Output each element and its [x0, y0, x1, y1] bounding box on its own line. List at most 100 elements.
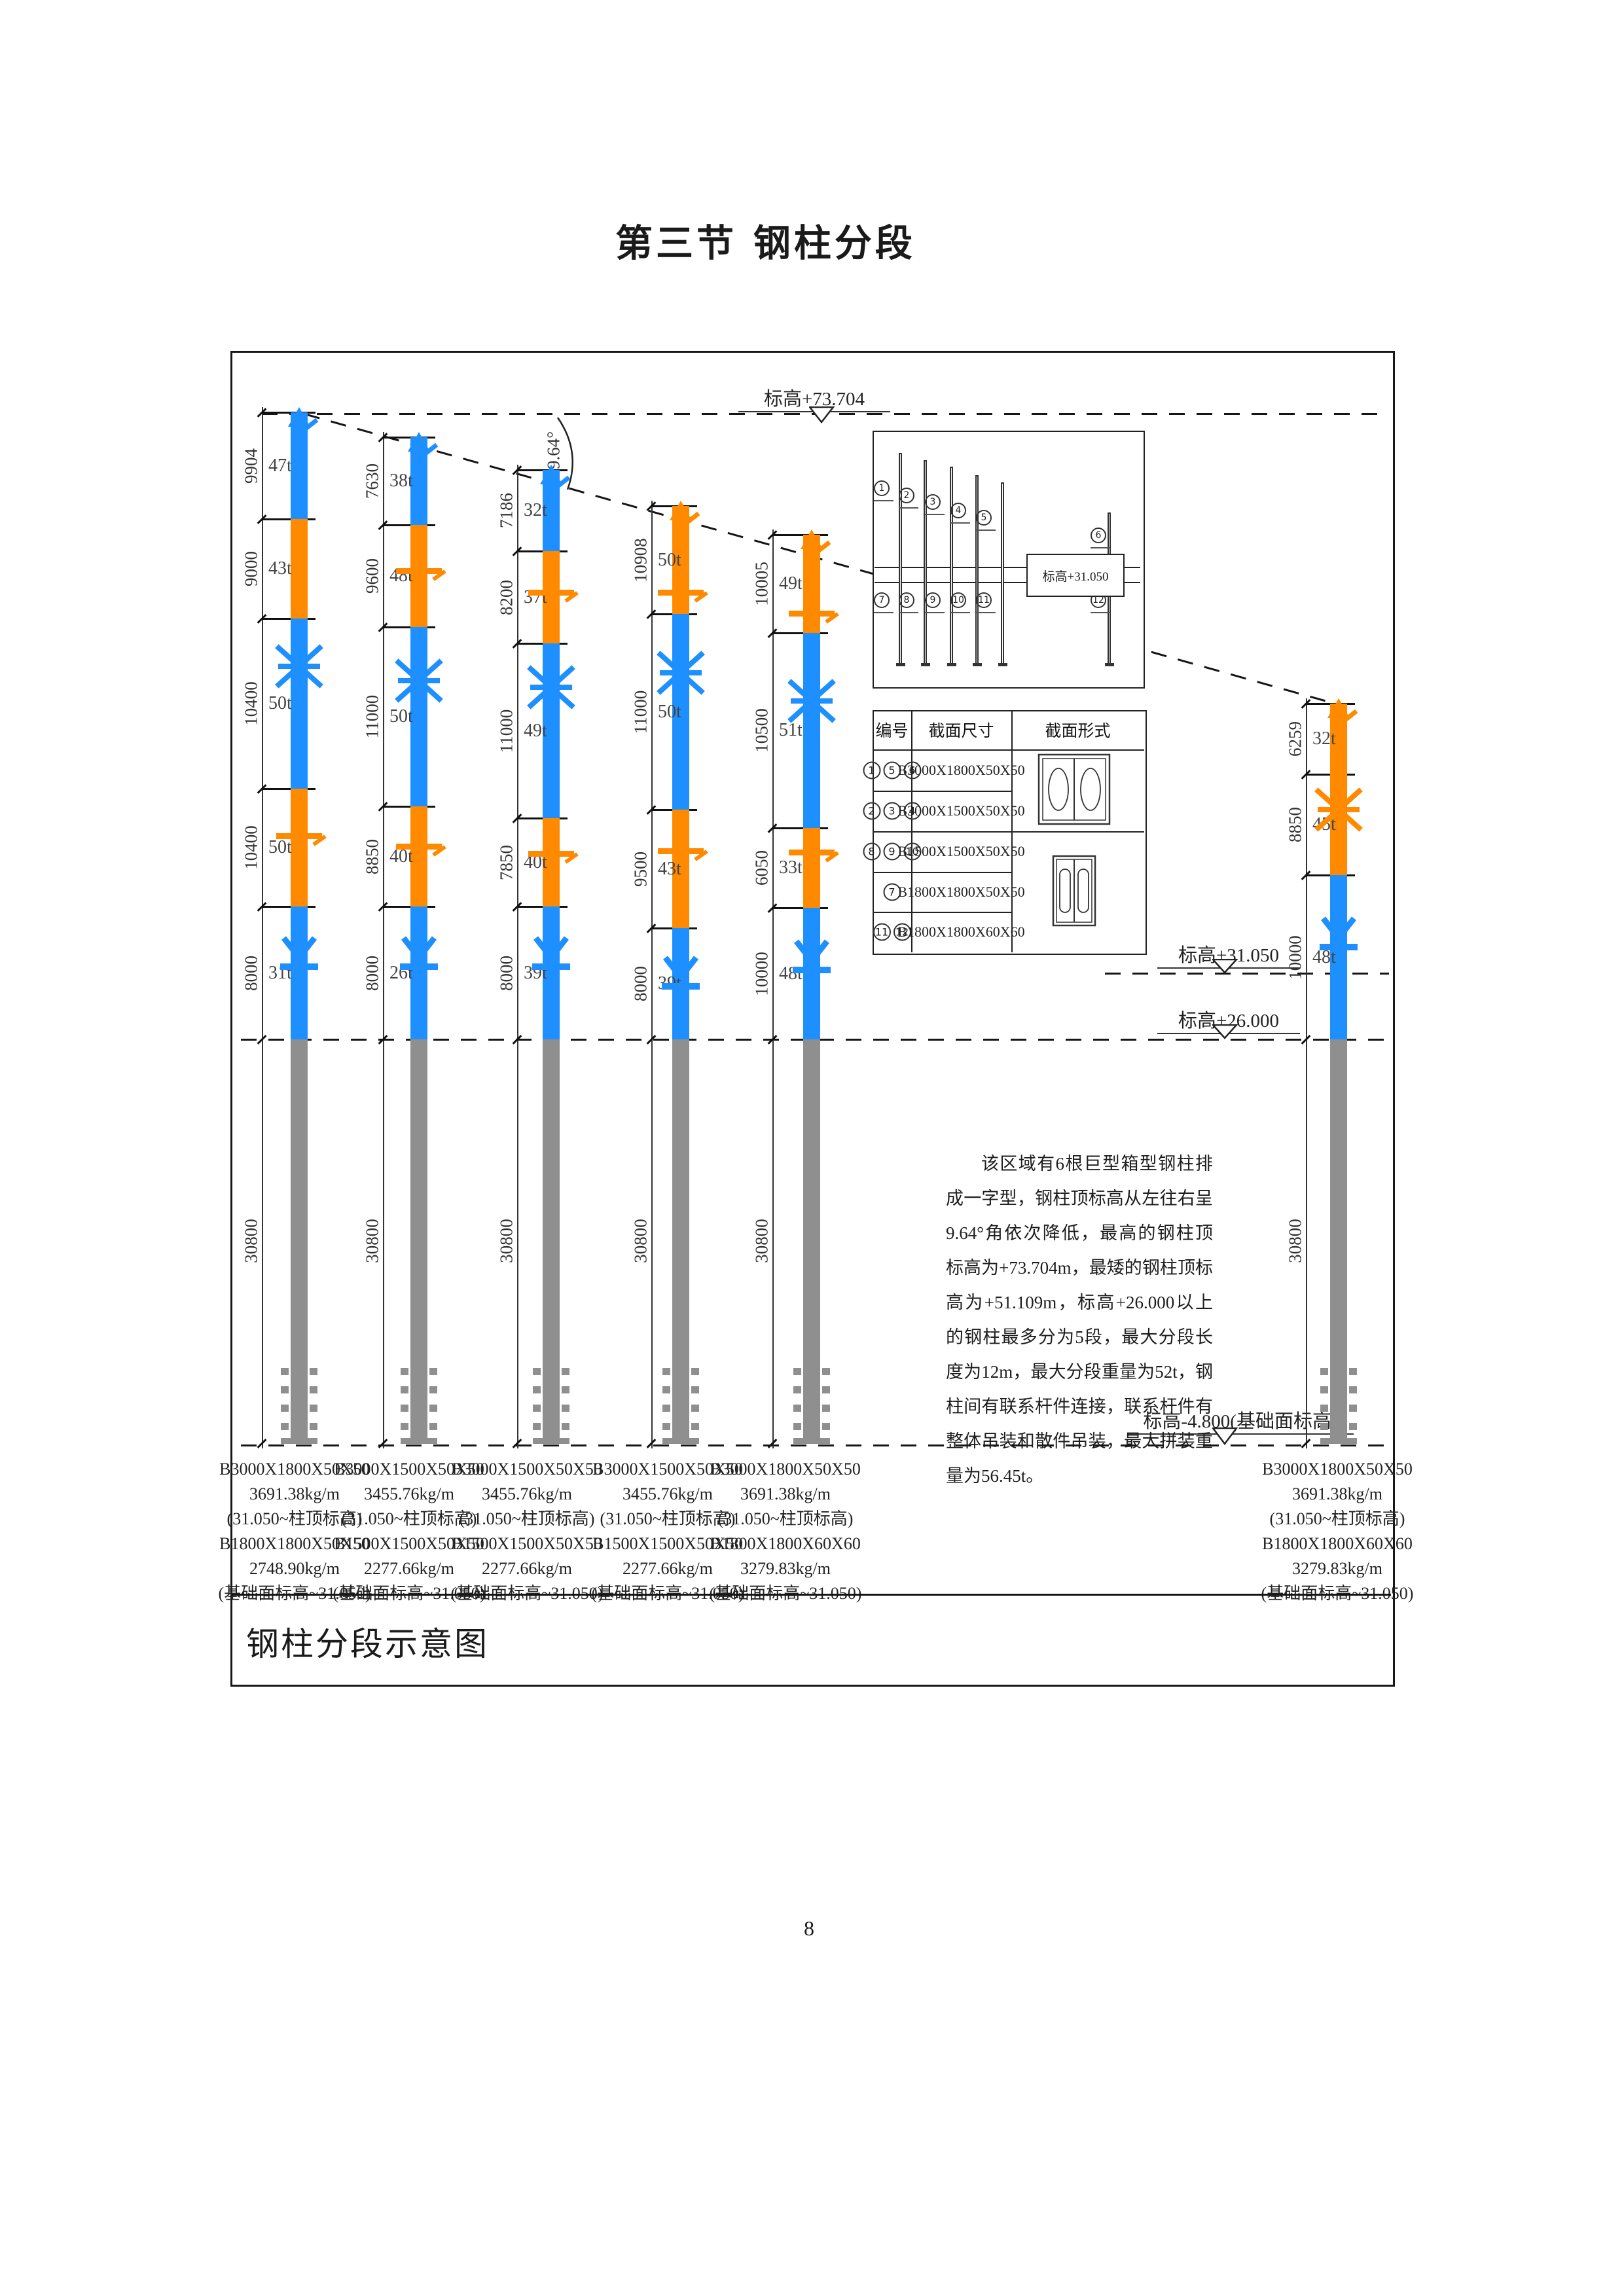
anchor-studs: [1320, 1368, 1328, 1439]
circled-number: 5: [976, 510, 992, 526]
splice-tick-icon: [396, 568, 442, 575]
id-leader: [925, 612, 945, 613]
dimension-line: [772, 529, 774, 1448]
circled-number: 7: [874, 592, 890, 608]
circled-number: 6: [903, 761, 921, 779]
segment-weight-label: 50t: [658, 549, 681, 570]
column-spec-line: 3691.38kg/m: [740, 1484, 831, 1503]
bracing-star-icon: [398, 678, 440, 684]
splice-tick-icon: [528, 851, 574, 857]
plan-column-bar: [924, 460, 927, 664]
column-spec-line: B3000X1800X50X50: [219, 1460, 370, 1479]
splice-tick-icon: [658, 590, 704, 596]
id-leader: [1091, 612, 1110, 613]
circled-number: 11: [873, 923, 891, 941]
column-spec-line: (31.050~柱顶标高): [1269, 1509, 1405, 1528]
box-section-sketch-wide: [1038, 753, 1111, 825]
column-spec-line: B3000X1500X50X50: [334, 1460, 484, 1479]
bracing-star-icon: [278, 663, 320, 669]
column-spec-line: 3691.38kg/m: [1292, 1484, 1382, 1503]
embedded-dim-label: 30800: [1285, 1219, 1305, 1263]
table-header: 截面形式: [1045, 723, 1111, 740]
column-embedded-part: [410, 1039, 427, 1443]
elevation-triangle-icon: [1212, 959, 1238, 974]
id-leader: [874, 612, 893, 613]
segment-boundary: [517, 817, 568, 819]
column-embedded-part: [543, 1039, 560, 1443]
column-segment: [410, 627, 427, 806]
anchor-mark-icon: [662, 983, 700, 990]
table-hline: [873, 749, 1144, 751]
plan-bar-base: [947, 663, 956, 666]
dimension-line: [262, 407, 263, 1448]
table-row-size: B3000X1500X50X50: [897, 802, 1025, 819]
column-segment: [803, 633, 820, 828]
bracing-star-icon: [530, 684, 572, 690]
segment-boundary: [262, 906, 316, 908]
column-spec-line: (31.050~柱顶标高): [226, 1509, 363, 1528]
embedded-dim-label: 30800: [241, 1219, 261, 1263]
table-hline: [873, 831, 1144, 833]
segment-dim-label: 10500: [751, 708, 772, 753]
plan-beam-line: [875, 567, 1140, 568]
splice-tick-icon: [396, 844, 442, 850]
circled-number: 7: [883, 883, 901, 901]
column-segment: [410, 806, 427, 906]
anchor-mark-icon: [532, 963, 570, 970]
elevation-label-73704: 标高+73.704: [738, 384, 890, 412]
column-segment: [543, 906, 560, 1039]
segment-boundary: [772, 827, 828, 829]
plan-column-bar: [950, 467, 953, 664]
splice-tick-icon: [789, 611, 835, 617]
id-leader: [950, 522, 970, 524]
circled-number: 9: [925, 592, 941, 608]
column-spec-line: B1500X1500X50X50: [452, 1534, 602, 1553]
column-segment: [291, 789, 308, 906]
circled-number: 2: [899, 488, 914, 503]
id-leader: [899, 507, 918, 509]
plan-column-bar: [899, 453, 902, 664]
segment-boundary: [262, 788, 316, 790]
drawing-caption: 钢柱分段示意图: [246, 1625, 489, 1663]
caption-separator: [230, 1594, 1391, 1596]
segment-arrow-icon: [801, 529, 823, 549]
column-spec-line: 3455.76kg/m: [364, 1484, 454, 1503]
anchor-studs: [533, 1368, 541, 1439]
segment-dim-label: 11000: [496, 709, 516, 753]
anchor-studs: [310, 1368, 317, 1439]
circled-number: 5: [883, 761, 901, 779]
anchor-mark-icon: [280, 963, 318, 970]
splice-tick-icon: [276, 833, 322, 839]
segment-dim-label: 10005: [751, 562, 772, 606]
segment-weight-label: 32t: [524, 500, 547, 520]
column-segment: [672, 810, 689, 928]
plan-bar-base: [1105, 663, 1114, 666]
base-plate: [1320, 1438, 1357, 1444]
plan-column-bar: [975, 475, 979, 664]
anchor-studs: [822, 1368, 830, 1439]
circled-number: 3: [883, 802, 901, 820]
segment-boundary: [383, 906, 435, 908]
segment-dim-label: 9500: [630, 851, 651, 887]
column-spec-line: 2277.66kg/m: [364, 1559, 454, 1578]
circled-number: 4: [950, 503, 966, 518]
plan-top-id: 6: [1089, 528, 1108, 543]
table-row-size: B1800X1800X60X60: [897, 924, 1025, 940]
id-leader: [874, 500, 893, 501]
elevation-triangle-icon: [1212, 1427, 1238, 1445]
dimension-line: [1306, 698, 1307, 1448]
segment-weight-label: 48t: [779, 963, 803, 984]
segment-weight-label: 47t: [268, 455, 292, 476]
segment-arrow-icon: [288, 407, 310, 427]
segment-dim-label: 11000: [362, 694, 382, 739]
plan-bar-base: [998, 663, 1007, 666]
segment-weight-label: 49t: [779, 573, 803, 594]
dimension-line: [383, 432, 384, 1448]
segment-boundary: [383, 524, 435, 526]
base-plate: [281, 1438, 317, 1444]
column-spec-line: 2748.90kg/m: [249, 1559, 340, 1578]
